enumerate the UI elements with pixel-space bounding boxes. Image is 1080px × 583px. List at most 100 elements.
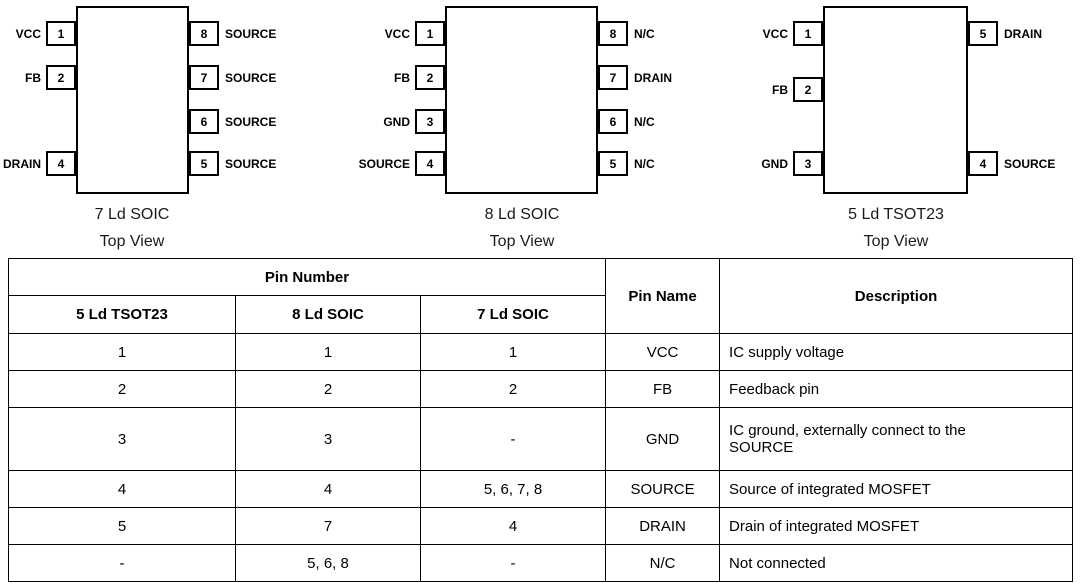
- table-row-fb: 2 2 2 FB Feedback pin: [8, 370, 1074, 408]
- pin-row-source: 6 SOURCE: [189, 109, 276, 134]
- pin-label: N/C: [634, 26, 655, 41]
- pin-label: SOURCE: [225, 156, 277, 171]
- pin-label: N/C: [634, 156, 655, 171]
- pin-row-fb: FB 2: [755, 77, 823, 102]
- col-header-soic8: 8 Ld SOIC: [235, 295, 421, 334]
- pin-row-drain: 7 DRAIN: [598, 65, 672, 90]
- pin-number-box: 1: [793, 21, 823, 46]
- pin-name-header: Pin Name: [605, 258, 721, 334]
- pin-number-cell: 3: [235, 407, 421, 471]
- ic-body: [445, 6, 598, 194]
- table-row-source: 4 4 5, 6, 7, 8 SOURCE Source of integrat…: [8, 470, 1074, 508]
- pin-number-box: 7: [189, 65, 219, 90]
- pin-label: VCC: [762, 26, 788, 41]
- description-cell: Source of integrated MOSFET: [719, 470, 1074, 508]
- pin-number-box: 1: [46, 21, 76, 46]
- pin-number-box: 4: [415, 151, 445, 176]
- pin-number-box: 8: [189, 21, 219, 46]
- description-cell: Drain of integrated MOSFET: [719, 507, 1074, 545]
- pin-number-box: 6: [189, 109, 219, 134]
- pin-label: SOURCE: [1004, 156, 1056, 171]
- pin-label: N/C: [634, 114, 655, 129]
- package-view-label: Top View: [99, 233, 165, 250]
- description-cell: IC supply voltage: [719, 333, 1074, 371]
- pin-row-gnd: GND 3: [358, 109, 445, 134]
- pin-number-box: 3: [415, 109, 445, 134]
- pin-number-cell: 1: [419, 333, 607, 371]
- pin-number-box: 3: [793, 151, 823, 176]
- pin-label: FB: [394, 70, 410, 85]
- package-title: 5 Ld TSOT23: [848, 206, 944, 223]
- pin-label: GND: [761, 156, 788, 171]
- pin-number-group-header: Pin Number: [7, 258, 607, 296]
- col-header-tsot23: 5 Ld TSOT23: [8, 295, 236, 334]
- package-8ld-soic: VCC 1 FB 2 GND 3 SOURCE 4 8 N/C 7 DRAIN …: [358, 6, 678, 258]
- pin-label: SOURCE: [225, 26, 277, 41]
- pin-label: FB: [25, 70, 41, 85]
- pin-label: VCC: [384, 26, 410, 41]
- pin-number-cell: 2: [419, 370, 607, 408]
- pin-row-nc: 8 N/C: [598, 21, 655, 46]
- description-cell: Not connected: [719, 544, 1074, 582]
- pin-label: VCC: [15, 26, 41, 41]
- package-view-label: Top View: [489, 233, 555, 250]
- description-header: Description: [719, 258, 1074, 334]
- pin-number-box: 5: [968, 21, 998, 46]
- pin-label: FB: [772, 82, 788, 97]
- ic-body: [76, 6, 189, 194]
- pin-number-cell: 3: [8, 407, 236, 471]
- pin-number-box: 1: [415, 21, 445, 46]
- package-5ld-tsot23: VCC 1 FB 2 GND 3 5 DRAIN 4 SOURCE 5 Ld T…: [755, 6, 1080, 258]
- pin-row-nc: 5 N/C: [598, 151, 655, 176]
- pin-label: SOURCE: [225, 114, 277, 129]
- pin-name-cell: SOURCE: [605, 470, 721, 508]
- pin-label: SOURCE: [225, 70, 277, 85]
- pin-number-cell: 2: [8, 370, 236, 408]
- pin-label: DRAIN: [1004, 26, 1042, 41]
- pin-number-cell: -: [8, 544, 236, 582]
- pin-label: DRAIN: [3, 156, 41, 171]
- package-title: 8 Ld SOIC: [484, 206, 560, 223]
- pin-row-source: 8 SOURCE: [189, 21, 276, 46]
- pin-row-vcc: VCC 1: [358, 21, 445, 46]
- table-row-gnd: 3 3 - GND IC ground, externally connect …: [8, 407, 1074, 471]
- pin-number-box: 2: [415, 65, 445, 90]
- pin-number-cell: 4: [8, 470, 236, 508]
- pin-row-fb: FB 2: [1, 65, 76, 90]
- table-row-nc: - 5, 6, 8 - N/C Not connected: [8, 544, 1074, 582]
- pin-number-cell: -: [419, 544, 607, 582]
- pin-number-box: 7: [598, 65, 628, 90]
- pin-number-box: 4: [968, 151, 998, 176]
- pin-row-source: 5 SOURCE: [189, 151, 276, 176]
- ic-body: [823, 6, 968, 194]
- pin-number-box: 5: [189, 151, 219, 176]
- pin-description-table: Pin Number Pin Name Description 5 Ld TSO…: [7, 258, 1074, 582]
- pin-label: DRAIN: [634, 70, 672, 85]
- package-7ld-soic: VCC 1 FB 2 DRAIN 4 8 SOURCE 7 SOURCE 6 S…: [1, 6, 301, 258]
- pin-number-cell: -: [419, 407, 607, 471]
- pin-row-source: SOURCE 4: [358, 151, 445, 176]
- table-row-vcc: 1 1 1 VCC IC supply voltage: [8, 333, 1074, 371]
- pin-name-cell: GND: [605, 407, 721, 471]
- pin-number-cell: 2: [235, 370, 421, 408]
- pin-name-cell: N/C: [605, 544, 721, 582]
- pin-number-cell: 4: [419, 507, 607, 545]
- pin-name-cell: FB: [605, 370, 721, 408]
- pin-number-box: 2: [46, 65, 76, 90]
- pin-number-box: 5: [598, 151, 628, 176]
- pin-number-cell: 1: [8, 333, 236, 371]
- pin-name-cell: VCC: [605, 333, 721, 371]
- pin-row-gnd: GND 3: [755, 151, 823, 176]
- col-header-soic7: 7 Ld SOIC: [419, 295, 607, 334]
- pin-label: SOURCE: [358, 156, 410, 171]
- pin-number-cell: 7: [235, 507, 421, 545]
- package-view-label: Top View: [863, 233, 929, 250]
- description-text: IC ground, externally connect to the SOU…: [729, 422, 966, 456]
- pin-row-source: 7 SOURCE: [189, 65, 276, 90]
- pin-row-nc: 6 N/C: [598, 109, 655, 134]
- pin-row-vcc: VCC 1: [1, 21, 76, 46]
- pin-number-cell: 5, 6, 7, 8: [419, 470, 607, 508]
- description-cell: IC ground, externally connect to the SOU…: [719, 407, 1074, 471]
- pin-name-cell: DRAIN: [605, 507, 721, 545]
- pin-number-box: 2: [793, 77, 823, 102]
